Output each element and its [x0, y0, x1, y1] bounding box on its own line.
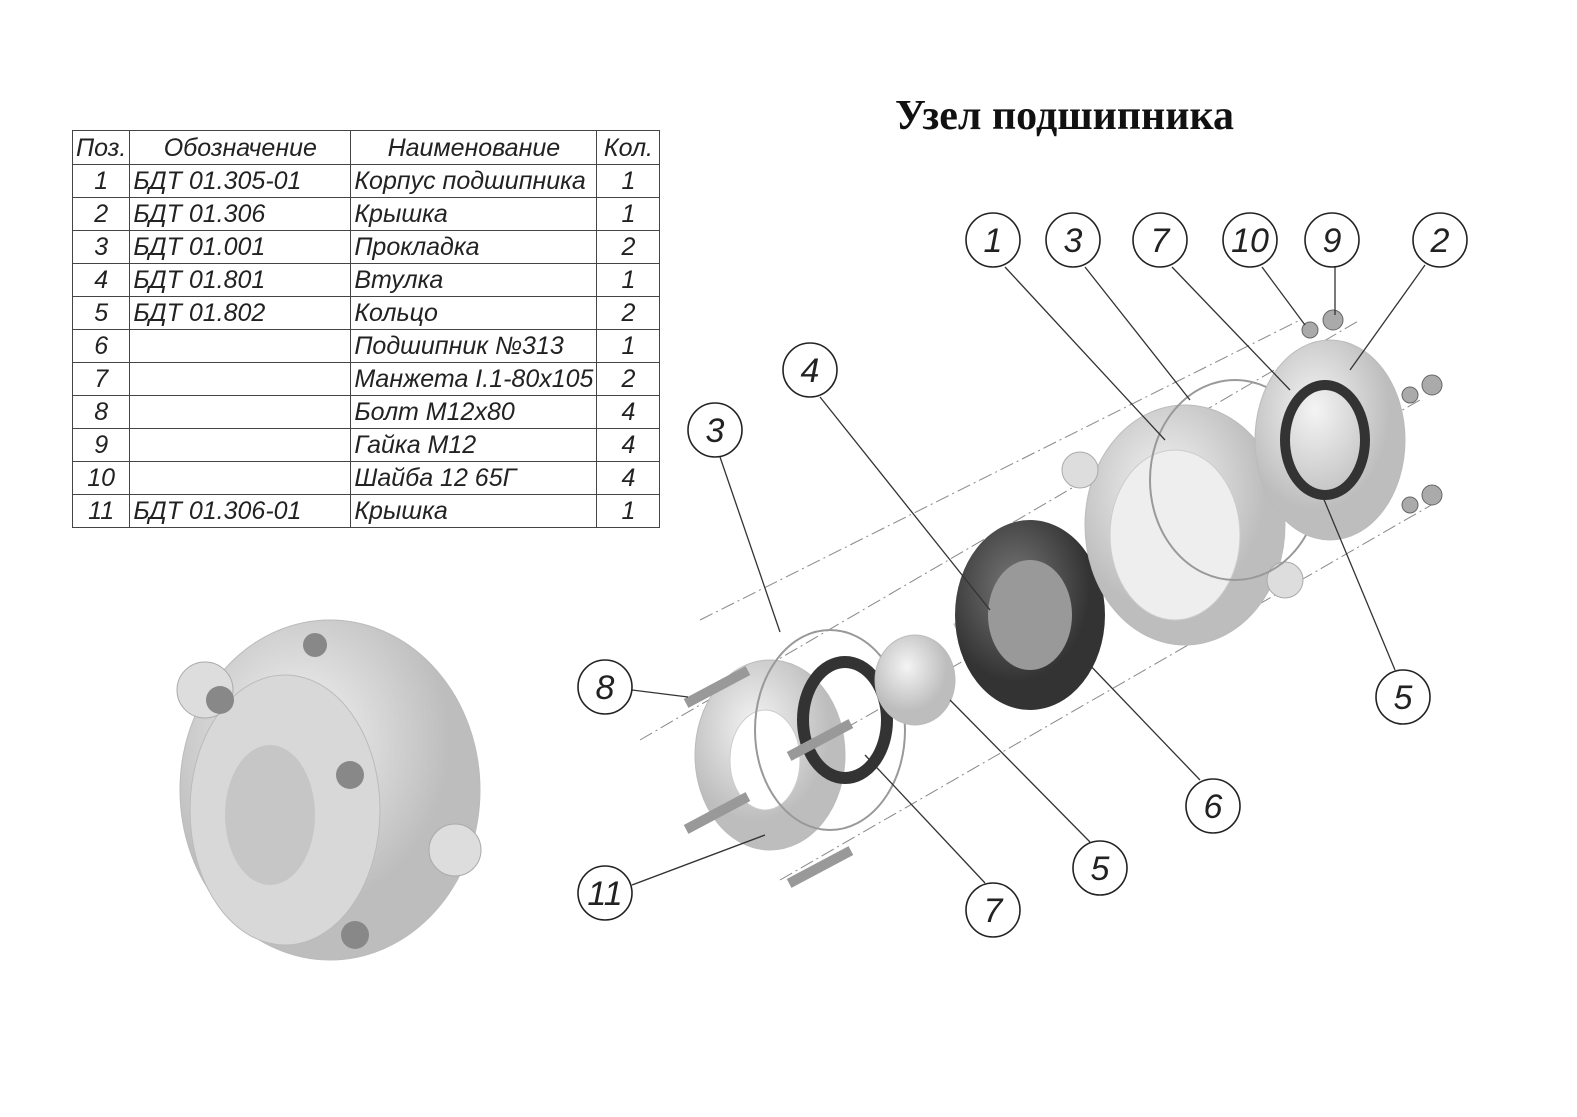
- balloon-circle: [965, 212, 1021, 268]
- cell-code: БДТ 01.001: [129, 230, 352, 264]
- cell-qty: 4: [596, 428, 661, 462]
- balloon-9: 9: [1304, 212, 1360, 268]
- cell-name: Подшипник №313: [350, 329, 598, 363]
- balloon-circle: [1222, 212, 1278, 268]
- cell-pos: 11: [71, 494, 131, 528]
- assembled-bearing-unit: [176, 619, 482, 961]
- cell-pos: 9: [71, 428, 131, 462]
- ring-5-left: [874, 634, 956, 726]
- balloon-number: 9: [1323, 222, 1342, 260]
- balloon-7: 7: [1132, 212, 1188, 268]
- balloon-circle: [965, 882, 1021, 938]
- cell-code: БДТ 01.802: [129, 296, 352, 330]
- balloon-circle: [687, 402, 743, 458]
- balloon-circle: [782, 342, 838, 398]
- balloon-6: 6: [1185, 778, 1241, 834]
- balloon-8: 8: [577, 659, 633, 715]
- balloon-number: 5: [1091, 850, 1110, 888]
- balloon-circle: [577, 865, 633, 921]
- bearing-6: [955, 520, 1105, 710]
- cell-pos: 8: [71, 395, 131, 429]
- balloon-5: 5: [1375, 669, 1431, 725]
- balloon-10: 10: [1222, 212, 1278, 268]
- cell-name: Прокладка: [350, 230, 598, 264]
- header-pos: Поз.: [71, 130, 131, 165]
- balloon-3: 3: [687, 402, 743, 458]
- balloon-circle: [1072, 840, 1128, 896]
- balloon-circle: [1304, 212, 1360, 268]
- cell-pos: 10: [71, 461, 131, 495]
- balloon-circle: [1132, 212, 1188, 268]
- balloon-4: 4: [782, 342, 838, 398]
- balloon-circle: [577, 659, 633, 715]
- cell-pos: 1: [71, 164, 131, 198]
- balloon-circle: [1045, 212, 1101, 268]
- balloon-1: 1: [965, 212, 1021, 268]
- balloon-number: 5: [1394, 679, 1413, 717]
- header-qty: Кол.: [596, 130, 661, 165]
- cell-name: Крышка: [350, 494, 598, 528]
- balloon-number: 2: [1430, 222, 1450, 260]
- housing-1: [1061, 404, 1304, 646]
- balloon-circle: [1412, 212, 1468, 268]
- cell-pos: 4: [71, 263, 131, 297]
- balloon-11: 11: [577, 865, 633, 921]
- balloon-number: 10: [1231, 222, 1269, 260]
- balloon-circle: [1185, 778, 1241, 834]
- cell-qty: 2: [596, 296, 661, 330]
- cell-qty: 1: [596, 197, 661, 231]
- gasket-3-left: [754, 629, 906, 831]
- balloon-number: 11: [587, 875, 622, 913]
- balloon-circle: [1375, 669, 1431, 725]
- cover-2: [1254, 339, 1406, 541]
- balloon-number: 6: [1204, 788, 1223, 826]
- balloon-3: 3: [1045, 212, 1101, 268]
- balloon-number: 1: [984, 222, 1003, 260]
- cell-name: Втулка: [350, 263, 598, 297]
- bolts-8: [683, 666, 854, 888]
- cell-code: [129, 329, 352, 363]
- cell-name: Корпус подшипника: [350, 164, 598, 198]
- drawing-title: Узел подшипника: [895, 93, 1235, 139]
- balloon-5: 5: [1072, 840, 1128, 896]
- cell-pos: 5: [71, 296, 131, 330]
- balloon-7: 7: [965, 882, 1021, 938]
- cell-qty: 2: [596, 362, 661, 396]
- leader-lines: [631, 264, 1426, 886]
- nuts-washers-9-10: [1301, 309, 1443, 514]
- balloon-number: 3: [1064, 222, 1083, 260]
- cell-code: БДТ 01.306: [129, 197, 352, 231]
- cell-code: [129, 362, 352, 396]
- balloon-number: 7: [984, 892, 1004, 930]
- balloon-number: 3: [706, 412, 725, 450]
- seal-7-left: [797, 656, 893, 784]
- cell-qty: 4: [596, 395, 661, 429]
- cell-qty: 1: [596, 164, 661, 198]
- cell-qty: 4: [596, 461, 661, 495]
- balloon-number: 4: [801, 352, 820, 390]
- cell-name: Манжета I.1-80x105: [350, 362, 598, 396]
- balloon-number: 7: [1151, 222, 1171, 260]
- cell-pos: 6: [71, 329, 131, 363]
- cell-qty: 2: [596, 230, 661, 264]
- balloon-number: 8: [596, 669, 615, 707]
- header-name: Наименование: [350, 130, 598, 165]
- cell-qty: 1: [596, 494, 661, 528]
- cell-name: Болт М12x80: [350, 395, 598, 429]
- cell-code: БДТ 01.306-01: [129, 494, 352, 528]
- balloon-2: 2: [1412, 212, 1468, 268]
- cell-name: Крышка: [350, 197, 598, 231]
